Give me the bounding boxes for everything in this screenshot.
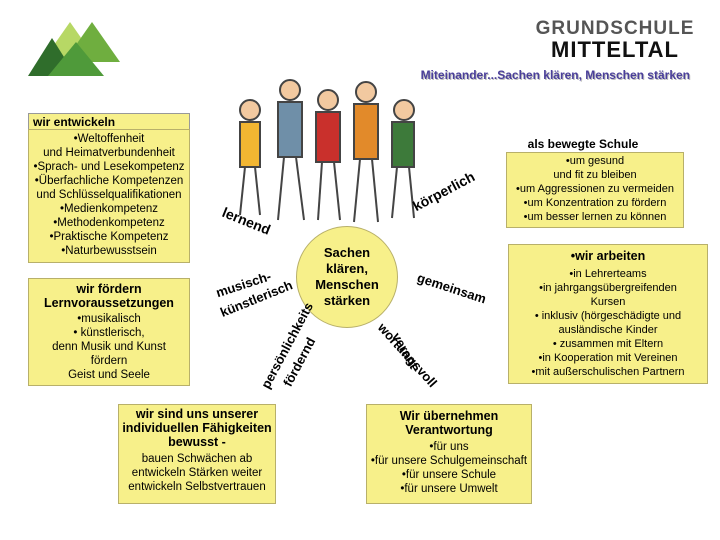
top-left-line: •Praktische Kompetenz (49, 231, 169, 243)
bottom-left-line: bauen Schwächen ab (141, 453, 253, 465)
center-circle: Sachen klären, Menschen stärken (296, 226, 398, 328)
bottom-left-title: individuellen Fähigkeiten (122, 421, 272, 435)
mid-right-box: •wir arbeiten •in Lehrerteams •in jahrga… (508, 244, 708, 384)
mid-left-line: Geist und Seele (68, 369, 150, 381)
mid-right-line: Kursen (590, 296, 626, 308)
bottom-right-line: •für uns (429, 441, 469, 453)
mid-left-line: •musikalisch (77, 313, 141, 325)
mid-right-line: •in jahrgangsübergreifenden (539, 282, 677, 294)
mid-right-title: •wir arbeiten (570, 249, 646, 263)
bottom-right-line: •für unsere Schulgemeinschaft (370, 455, 528, 467)
top-left-line: •Methodenkompetenz (53, 217, 165, 229)
top-right-line: •um gesund (565, 155, 625, 167)
mid-left-title-2: Lernvoraussetzungen (44, 296, 174, 310)
top-left-line: •Medienkompetenz (60, 203, 158, 215)
person-figure (239, 99, 261, 216)
top-right-box: •um gesund und fit zu bleiben •um Aggres… (506, 152, 684, 228)
bottom-right-title: Wir übernehmen (399, 409, 499, 423)
top-right-line: •um Konzentration zu fördern (523, 197, 667, 209)
bottom-right-line: •für unsere Schule (401, 469, 497, 481)
bottom-right-title: Verantwortung (405, 423, 493, 437)
mid-left-line: denn Musik und Kunst (52, 341, 166, 353)
mid-right-line: •in Lehrerteams (569, 268, 647, 280)
mid-right-line: ausländische Kinder (558, 324, 658, 336)
person-figure (353, 81, 379, 223)
top-right-line: •um Aggressionen zu vermeiden (516, 183, 674, 195)
top-left-line: •Sprach- und Lesekompetenz (33, 161, 185, 173)
mid-left-box: wir fördern Lernvoraussetzungen •musikal… (28, 278, 190, 386)
center-text: Sachen klären, Menschen stärken (315, 245, 379, 308)
top-right-title: als bewegte Schule (496, 136, 670, 152)
school-logo-triangles (28, 22, 120, 76)
bottom-left-line: entwickeln Stärken weiter (131, 467, 263, 479)
bottom-left-title: wir sind uns unserer (135, 407, 259, 421)
school-motto: Miteinander...Sachen klären, Menschen st… (420, 68, 690, 82)
mid-left-line: • künstlerisch, (73, 327, 145, 339)
mid-left-title-1: wir fördern (76, 282, 142, 296)
top-left-line: •Weltoffenheit (73, 133, 145, 145)
bottom-left-line: entwickeln Selbstvertrauen (128, 481, 266, 493)
bottom-right-line: •für unsere Umwelt (400, 483, 498, 495)
school-name: GRUNDSCHULE MITTELTAL (530, 18, 700, 63)
mid-right-line: • zusammen mit Eltern (552, 338, 664, 350)
person-figure (315, 89, 341, 221)
top-left-line: •Naturbewusstsein (61, 245, 157, 257)
person-figure (391, 99, 415, 219)
school-name-line2: MITTELTAL (551, 37, 679, 62)
top-left-line: und Heimatverbundenheit (43, 147, 175, 159)
top-left-box: •Weltoffenheit und Heimatverbundenheit •… (28, 129, 190, 263)
mid-left-line: fördern (90, 355, 128, 367)
label-wortungsvoll: wortungsvoll (374, 320, 441, 391)
mid-right-line: •in Kooperation mit Vereinen (538, 352, 678, 364)
person-figure (277, 79, 305, 221)
label-gemeinsam: gemeinsam (415, 270, 489, 307)
mid-right-line: • inklusiv (hörgeschädigte und (534, 310, 682, 322)
mid-right-line: •mit außerschulischen Partnern (531, 366, 685, 378)
top-right-line: •um besser lernen zu können (523, 211, 667, 223)
bottom-left-box: wir sind uns unserer individuellen Fähig… (118, 404, 276, 504)
top-right-line: und fit zu bleiben (553, 169, 637, 181)
bottom-right-box: Wir übernehmen Verantwortung •für uns •f… (366, 404, 532, 504)
people-illustration (239, 79, 415, 223)
top-left-line: •Überfachliche Kompetenzen (34, 175, 184, 187)
logo-triangle-green (48, 42, 104, 76)
top-left-line: und Schlüsselqualifikationen (36, 189, 182, 201)
school-name-line1: GRUNDSCHULE (535, 18, 695, 39)
bottom-left-title: bewusst - (168, 435, 226, 449)
